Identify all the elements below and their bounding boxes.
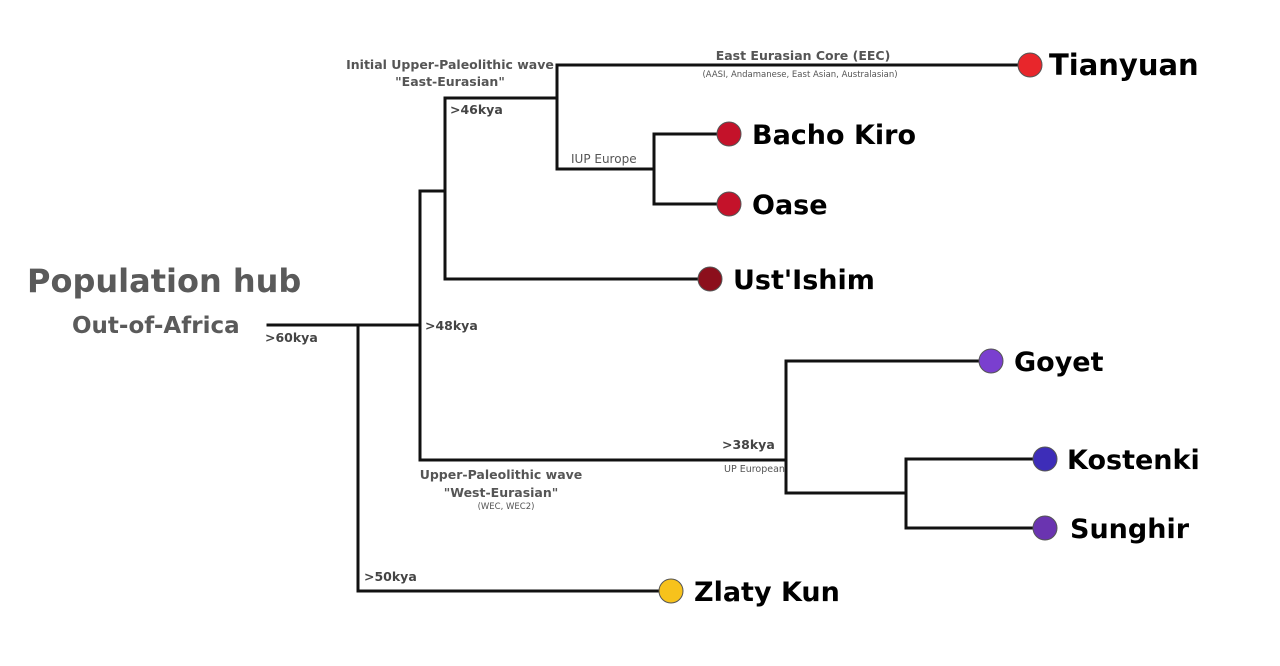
node-oase [716, 191, 742, 217]
node-goyet [978, 348, 1004, 374]
eec-sublabel: (AASI, Andamanese, East Asian, Australas… [702, 70, 897, 80]
hub-title: Population hub [27, 262, 301, 300]
node-kostenki [1032, 446, 1058, 472]
iup-europe-label: IUP Europe [571, 152, 637, 166]
hub-subtitle: Out-of-Africa [72, 313, 240, 339]
leaf-label-tianyuan: Tianyuan [1049, 48, 1199, 82]
node-sunghir [1032, 515, 1058, 541]
leaf-ust-ishim: Ust'Ishim [697, 265, 875, 296]
leaf-label-bacho-kiro: Bacho Kiro [752, 120, 916, 151]
age-split-46: >46kya [450, 102, 503, 117]
leaf-sunghir: Sunghir [1032, 514, 1190, 545]
iup-wave-title: Initial Upper-Paleolithic wave [346, 57, 554, 72]
node-ust-ishim [697, 266, 723, 292]
age-split-48: >48kya [425, 318, 478, 333]
leaf-tianyuan: Tianyuan [1017, 48, 1199, 82]
node-tianyuan [1017, 52, 1043, 78]
leaf-label-ust-ishim: Ust'Ishim [733, 265, 875, 296]
leaf-label-oase: Oase [752, 190, 828, 221]
age-split-50: >50kya [364, 569, 417, 584]
leaf-bacho-kiro: Bacho Kiro [716, 120, 916, 151]
up-european-label: UP European [724, 464, 785, 475]
age-hub: >60kya [265, 330, 318, 345]
leaf-zlaty-kun: Zlaty Kun [658, 577, 840, 608]
leaf-kostenki: Kostenki [1032, 445, 1200, 476]
tree-edges [266, 63, 1036, 593]
leaf-label-goyet: Goyet [1014, 347, 1104, 378]
up-wave-sublabel: (WEC, WEC2) [478, 502, 535, 512]
eec-label: East Eurasian Core (EEC) [716, 48, 891, 63]
iup-wave-subtitle: "East-Eurasian" [395, 74, 505, 89]
up-wave-subtitle: "West-Eurasian" [444, 485, 559, 500]
age-split-38: >38kya [722, 437, 775, 452]
leaf-label-sunghir: Sunghir [1070, 514, 1190, 545]
node-zlaty-kun [658, 578, 684, 604]
leaf-goyet: Goyet [978, 347, 1104, 378]
leaf-label-kostenki: Kostenki [1067, 445, 1200, 476]
leaf-oase: Oase [716, 190, 828, 221]
up-wave-title: Upper-Paleolithic wave [420, 467, 583, 482]
node-bacho-kiro [716, 121, 742, 147]
leaf-label-zlaty-kun: Zlaty Kun [694, 577, 840, 608]
